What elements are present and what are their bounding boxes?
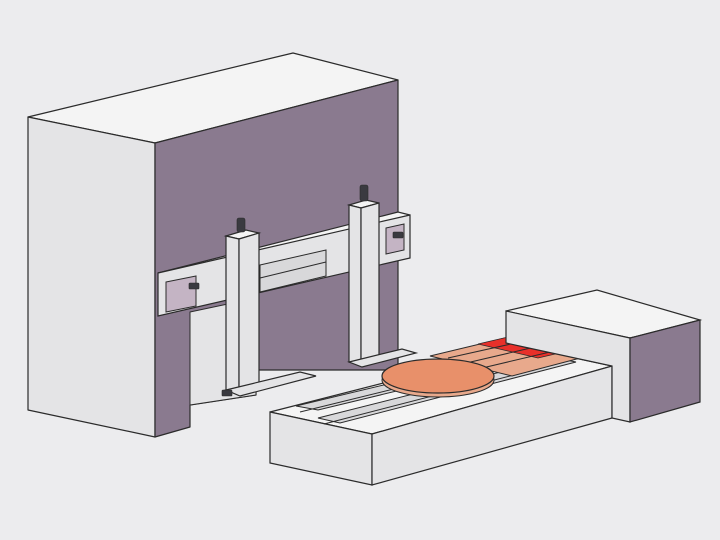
pallet-slot-1: [447, 341, 521, 359]
beam-rail-line: [259, 261, 327, 279]
column-right-side: [360, 202, 380, 366]
fitting-left-column: [236, 217, 246, 233]
beam-window-left: [165, 275, 197, 313]
pallet-slot-3: [477, 351, 551, 370]
cross-beam: [157, 211, 411, 317]
column-left-front: [225, 235, 240, 394]
fitting-beam-right: [392, 231, 404, 239]
column-left-foot: [224, 371, 317, 397]
beam-rail: [259, 249, 327, 293]
column-right-front: [348, 204, 362, 366]
column-left: [223, 229, 317, 397]
column-right-foot: [346, 348, 419, 368]
auxiliary-block: [505, 289, 703, 423]
aux-right-face: [629, 319, 701, 423]
beam-window-right: [385, 223, 405, 255]
rotary-table: [381, 358, 495, 398]
enclosure-front-face: [27, 116, 156, 438]
pallet-slot-2: [461, 346, 536, 365]
fitting-base-left: [221, 389, 233, 397]
fitting-right-column: [359, 184, 369, 202]
column-left-side: [238, 232, 260, 394]
rotary-table-top: [381, 358, 495, 394]
fitting-beam-left: [188, 282, 200, 290]
column-right: [346, 199, 419, 368]
